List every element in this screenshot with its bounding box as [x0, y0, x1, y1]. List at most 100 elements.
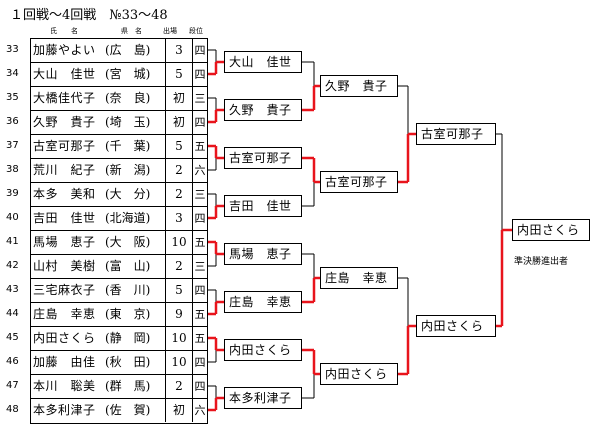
player-entries: 3 [165, 207, 193, 230]
semifinalist-box: 内田さくら [512, 219, 590, 241]
round2-winner-box: 庄島 幸恵 [224, 291, 302, 313]
seed-number: 40 [6, 212, 19, 223]
player-name: 本多利津子 [33, 403, 96, 417]
player-entries: 2 [165, 183, 193, 206]
player-name: 本川 聡美 [33, 379, 96, 393]
seed-number: 35 [6, 92, 19, 103]
player-row: 大橋佳代子(奈 良)初三 [31, 87, 207, 111]
header-prefecture: 県 名 [121, 27, 142, 35]
player-name: 内田さくら [33, 331, 96, 345]
round2-winner-box: 久野 貴子 [224, 99, 302, 121]
player-prefecture: (宮 城) [105, 67, 151, 81]
player-name: 久野 貴子 [33, 115, 96, 129]
seed-number: 47 [6, 380, 19, 391]
player-prefecture: (大 分) [105, 187, 151, 201]
player-prefecture: (大 阪) [105, 235, 151, 249]
player-name: 加藤やよい [33, 43, 96, 57]
player-entries: 2 [165, 159, 193, 182]
player-rank: 四 [194, 212, 206, 225]
header-entries: 出場 [163, 27, 177, 35]
round3-winner-box: 古室可那子 [320, 171, 398, 193]
seed-number: 41 [6, 236, 19, 247]
player-prefecture: (富 山) [105, 259, 151, 273]
player-rank: 四 [194, 356, 206, 369]
player-prefecture: (香 川) [105, 283, 151, 297]
round2-winner-box: 大山 佳世 [224, 51, 302, 73]
player-rank: 四 [194, 284, 206, 297]
player-entries: 5 [165, 135, 193, 158]
seed-number: 33 [6, 44, 19, 55]
player-prefecture: (静 岡) [105, 331, 151, 345]
round2-winner-box: 馬場 恵子 [224, 243, 302, 265]
header-name: 氏 名 [50, 27, 78, 35]
round3-winner-box: 久野 貴子 [320, 75, 398, 97]
page-title: １回戦～4回戦 №33～48 [10, 8, 168, 23]
seed-number: 46 [6, 356, 19, 367]
seed-number: 36 [6, 116, 19, 127]
player-prefecture: (埼 玉) [105, 115, 151, 129]
player-prefecture: (奈 良) [105, 91, 151, 105]
player-name: 吉田 佳世 [33, 211, 96, 225]
player-prefecture: (新 潟) [105, 163, 151, 177]
round4-winner-box: 古室可那子 [416, 123, 496, 145]
player-rank: 五 [194, 308, 206, 321]
player-rank: 四 [194, 44, 206, 57]
player-name: 加藤 由佳 [33, 355, 96, 369]
player-entries: 2 [165, 375, 193, 398]
player-rank: 四 [194, 68, 206, 81]
round2-winner-box: 古室可那子 [224, 147, 302, 169]
round3-winner-box: 庄島 幸恵 [320, 267, 398, 289]
player-entries: 初 [165, 399, 193, 422]
player-rank: 五 [194, 332, 206, 345]
player-name: 大橋佳代子 [33, 91, 96, 105]
player-row: 久野 貴子 (埼 玉) 初四 [31, 111, 207, 135]
round3-winner-box: 内田さくら [320, 363, 398, 385]
player-entries: 10 [165, 327, 193, 350]
round4-winner-box: 内田さくら [416, 315, 496, 337]
seed-number: 34 [6, 68, 19, 79]
seed-number: 44 [6, 308, 19, 319]
player-entries: 3 [165, 39, 193, 62]
player-rank: 六 [194, 404, 206, 417]
player-entries: 5 [165, 279, 193, 302]
player-rank: 六 [194, 164, 206, 177]
player-rank: 四 [194, 116, 206, 129]
seed-number: 42 [6, 260, 19, 271]
round2-winner-box: 内田さくら [224, 339, 302, 361]
player-rank: 三 [194, 188, 206, 201]
player-prefecture: (群 馬) [105, 379, 151, 393]
player-entries: 5 [165, 63, 193, 86]
player-rank: 五 [194, 236, 206, 249]
player-entries: 10 [165, 231, 193, 254]
player-prefecture: (佐 賀) [105, 403, 151, 417]
seed-number: 39 [6, 188, 19, 199]
round2-winner-box: 本多利津子 [224, 387, 302, 409]
player-rank: 五 [194, 140, 206, 153]
seed-number: 45 [6, 332, 19, 343]
player-name: 本多 美和 [33, 187, 96, 201]
player-name: 荒川 紀子 [33, 163, 96, 177]
player-entries: 初 [165, 111, 193, 134]
player-name: 馬場 恵子 [33, 235, 96, 249]
seed-number: 38 [6, 164, 19, 175]
player-rank: 三 [194, 260, 206, 273]
seed-number: 37 [6, 140, 19, 151]
player-entries: 2 [165, 255, 193, 278]
player-prefecture: (広 島) [105, 43, 151, 57]
player-name: 古室可那子 [33, 139, 96, 153]
player-entries: 初 [165, 87, 193, 110]
player-name: 山村 美樹 [33, 259, 96, 273]
player-prefecture: (北海道) [105, 211, 151, 225]
round2-winner-box: 吉田 佳世 [224, 195, 302, 217]
